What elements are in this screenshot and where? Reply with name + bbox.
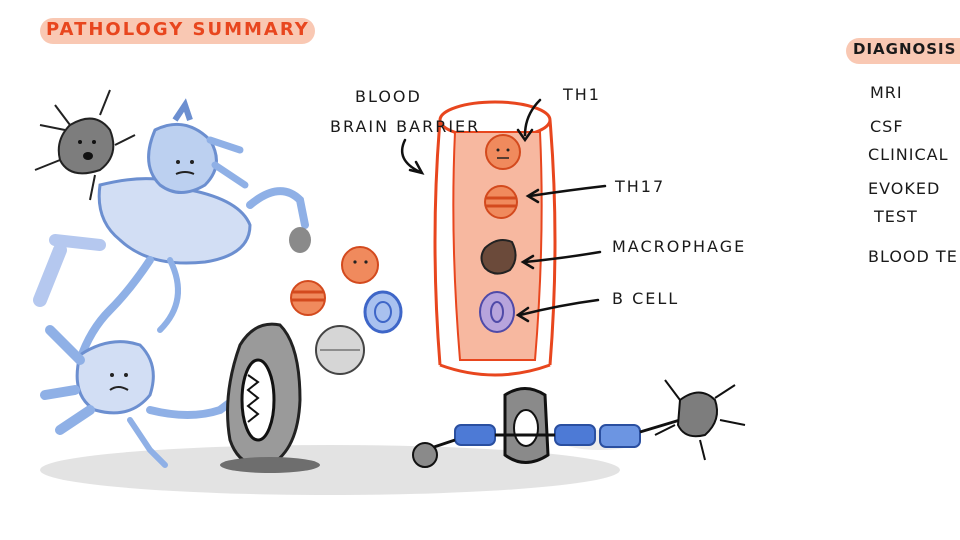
th1-cell bbox=[486, 135, 520, 169]
label-th17: TH17 bbox=[614, 177, 665, 196]
diagnosis-item-test: TEST bbox=[873, 207, 918, 226]
blood-vessel bbox=[435, 102, 555, 375]
b-cell bbox=[480, 292, 514, 332]
diagnosis-item-mri: MRI bbox=[870, 83, 903, 102]
barrier-label-line2: BRAIN BARRIER bbox=[330, 117, 480, 136]
barrier-label-line1: BLOOD bbox=[355, 87, 422, 106]
neuron-lower bbox=[45, 330, 240, 465]
label-th1: TH1 bbox=[562, 85, 601, 104]
scattered-immune-cells bbox=[291, 247, 401, 374]
diagnosis-item-clinical: CLINICAL bbox=[868, 145, 949, 164]
diagnosis-item-csf: CSF bbox=[870, 117, 904, 136]
label-macrophage: MACROPHAGE bbox=[612, 237, 746, 256]
diagnosis-item-blood-test: BLOOD TE bbox=[868, 247, 958, 266]
label-b-cell: B CELL bbox=[612, 289, 679, 308]
th17-cell bbox=[485, 186, 517, 218]
diagnosis-item-evoked: EVOKED bbox=[868, 179, 940, 198]
